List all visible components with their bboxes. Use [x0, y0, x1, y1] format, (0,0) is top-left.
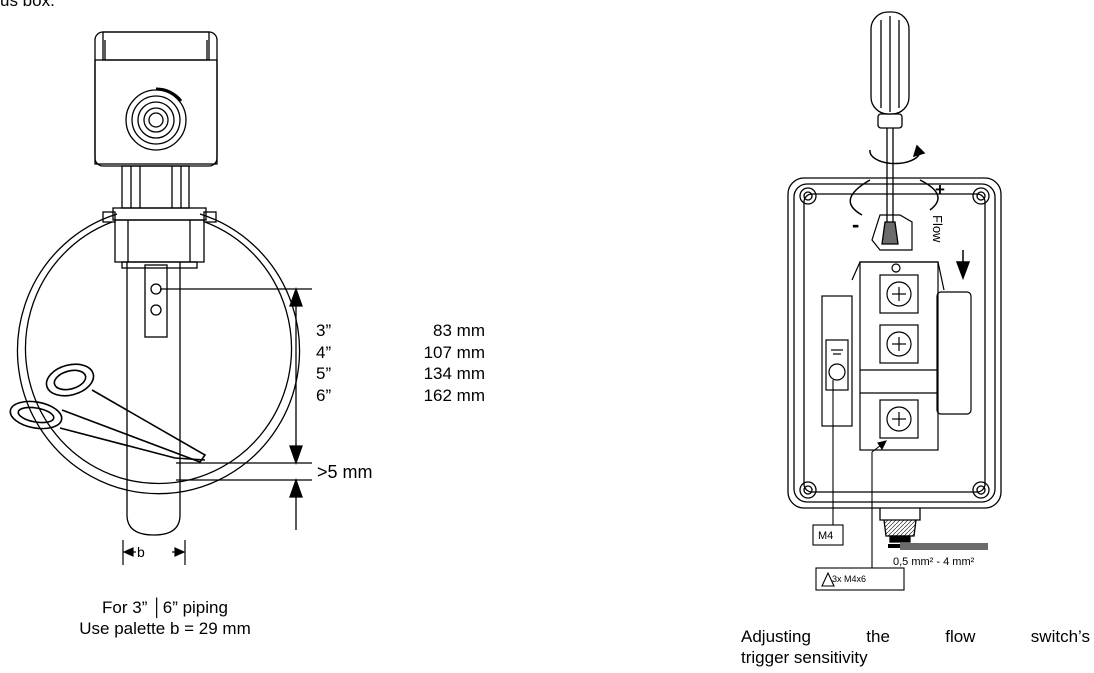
pipe-size-label: 6” [316, 385, 332, 405]
paddle-length-label: 83 mm [433, 321, 485, 340]
plus-label: + [935, 180, 945, 199]
paddle-length-column: 83 mm 107 mm 134 mm 162 mm [385, 320, 485, 406]
pipe-size-label: 4” [316, 342, 332, 362]
right-caption-line2: trigger sensitivity [741, 648, 868, 667]
rotation-arrow [849, 144, 939, 216]
minus-label: - [852, 212, 860, 237]
scissors-icon [9, 363, 207, 463]
m4-label: M4 [818, 530, 834, 542]
top-text-fragment: us box. [0, 0, 55, 10]
left-caption-line1: For 3” │6” piping [102, 598, 228, 617]
paddle-length-label: 134 mm [423, 364, 485, 383]
microswitch-block [821, 214, 972, 451]
flow-label: Flow [930, 215, 945, 243]
switch-enclosure [787, 177, 1002, 543]
left-caption-line2: Use palette b = 29 mm [79, 619, 251, 638]
pipe-size-label: 3” [316, 321, 332, 340]
pipe-size-column: 3” 4” 5” 6” [316, 320, 331, 406]
wire-icon [888, 543, 988, 550]
right-caption-line1: Adjusting the flow switch’s [741, 627, 1090, 646]
b-dimension [122, 540, 186, 565]
screw-warning-label: 3x M4x6 [832, 574, 867, 584]
flow-switch-neck [102, 165, 217, 269]
gap-dimension-label: >5 mm [317, 462, 373, 482]
pipe-circle [16, 213, 301, 495]
screwdriver-icon [870, 11, 910, 245]
callout-lines [812, 380, 905, 591]
paddle-length-label: 162 mm [423, 385, 485, 405]
b-dimension-label: b [137, 544, 145, 560]
wire-size-label: 0,5 mm² - 4 mm² [893, 556, 975, 568]
paddle-length-label: 107 mm [423, 342, 485, 362]
flow-switch-housing [94, 31, 218, 167]
pipe-size-label: 5” [316, 364, 332, 383]
height-dimension [160, 287, 312, 530]
flow-arrow [955, 250, 971, 281]
